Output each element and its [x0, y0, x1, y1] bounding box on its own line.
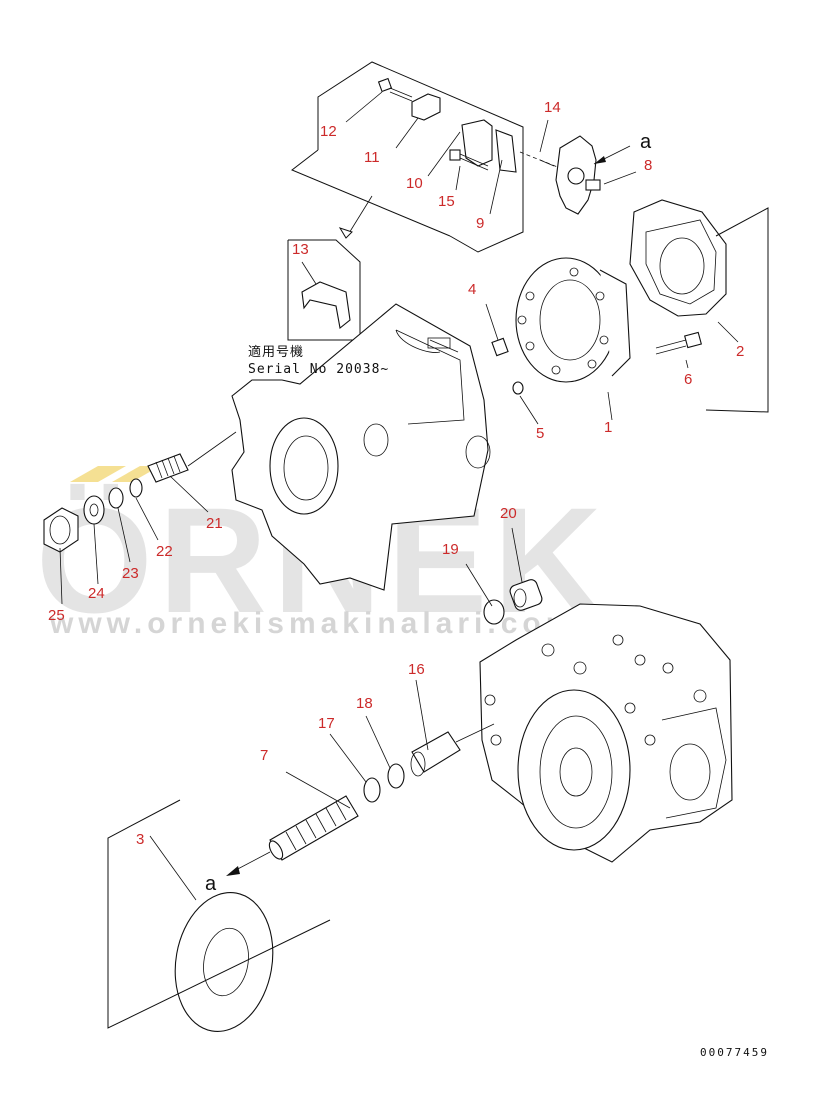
callout-11: 11 — [364, 149, 380, 166]
callout-14: 14 — [544, 99, 561, 116]
callout-9: 9 — [476, 215, 484, 232]
callout-15: 15 — [438, 193, 455, 210]
serial-note: 適用号機 Serial No 20038~ — [248, 344, 389, 377]
cover-part-2 — [629, 199, 769, 413]
drawing-code: 00077459 — [700, 1046, 769, 1059]
callout-13: 13 — [292, 241, 309, 258]
detail-frame-top — [291, 61, 561, 253]
callout-18: 18 — [356, 695, 373, 712]
callout-4: 4 — [468, 281, 476, 298]
callout-3: 3 — [136, 831, 144, 848]
nut-part-25 — [43, 507, 79, 553]
plug-part-16 — [410, 723, 495, 777]
o-ring-part-23 — [108, 487, 124, 509]
callout-20: 20 — [500, 505, 517, 522]
bushing-part-20 — [509, 579, 543, 611]
callout-17: 17 — [318, 715, 335, 732]
callout-23: 23 — [122, 565, 139, 582]
detail-frame-13 — [287, 195, 373, 341]
o-ring-part-18 — [387, 763, 405, 789]
lever-part-8: a — [539, 131, 652, 215]
callout-2: 2 — [736, 343, 744, 360]
callout-24: 24 — [88, 585, 105, 602]
callout-7: 7 — [260, 747, 268, 764]
callout-1: 1 — [604, 419, 612, 436]
callout-22: 22 — [156, 543, 173, 560]
callout-16: 16 — [408, 661, 425, 678]
leader-lines — [59, 91, 739, 901]
callout-19: 19 — [442, 541, 459, 558]
spring-part-7: a — [205, 795, 359, 895]
flange-part-1 — [515, 257, 631, 383]
watermark-logo-accent — [70, 466, 126, 482]
callout-12: 12 — [320, 123, 337, 140]
callout-25: 25 — [48, 607, 65, 624]
pin-part-4 — [491, 337, 524, 395]
lower-case — [479, 603, 733, 863]
callout-10: 10 — [406, 175, 423, 192]
callout-21: 21 — [206, 515, 223, 532]
washer-part-24 — [83, 495, 105, 525]
o-ring-part-22 — [129, 478, 143, 498]
serial-note-line1: 適用号機 — [248, 344, 304, 360]
plate-part-3 — [107, 799, 331, 1032]
o-ring-part-17 — [363, 777, 381, 803]
callout-8: 8 — [644, 157, 652, 174]
bolt-part-6 — [655, 331, 702, 355]
view-marker-a-top: a — [640, 131, 652, 153]
callout-6: 6 — [684, 371, 692, 388]
adjust-screw-part-21 — [147, 431, 237, 483]
view-marker-a-bottom: a — [205, 873, 217, 895]
upper-housing — [231, 303, 491, 591]
watermark-url: www.ornekismakinalari.com.tr — [49, 607, 622, 640]
serial-note-line2: Serial No 20038~ — [248, 362, 389, 377]
callout-5: 5 — [536, 425, 544, 442]
callouts: 1 2 3 4 5 6 7 8 9 10 11 12 13 14 15 16 1… — [48, 99, 744, 848]
washer-part-19 — [483, 599, 505, 625]
